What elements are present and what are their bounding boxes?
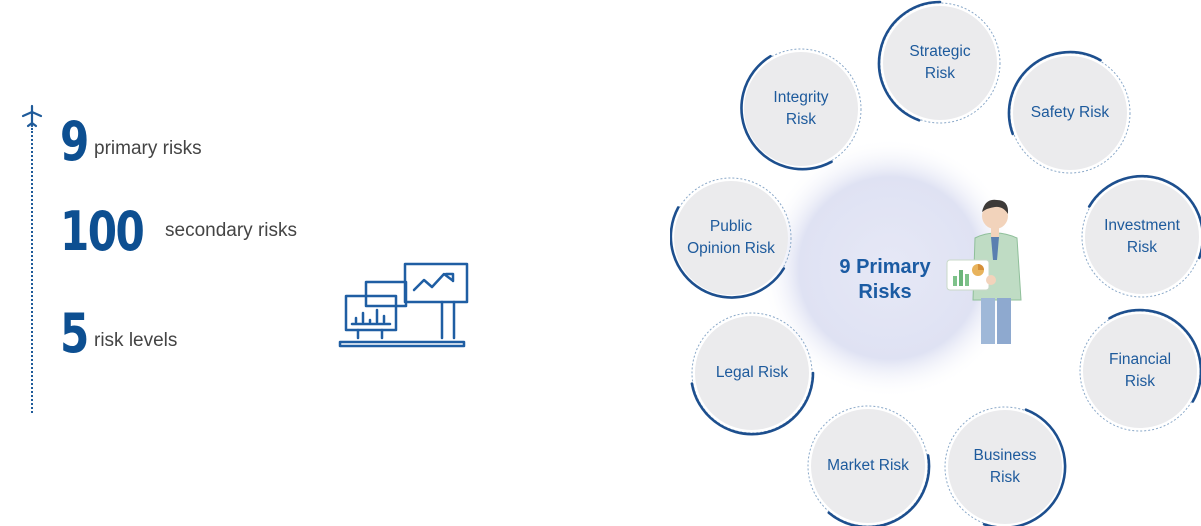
risk-bubble [948, 410, 1062, 524]
risk-bubble-arc [740, 54, 833, 171]
center-title: 9 Primary Risks [815, 255, 955, 305]
risk-bubble-arc [827, 454, 931, 526]
risk-bubble-dashed-ring [1081, 176, 1201, 298]
monitor-chart-icon [338, 262, 469, 348]
risk-bubble-arc [877, 0, 942, 122]
risk-bubble-label: Legal Risk [697, 362, 807, 384]
risk-bubble-arc [982, 408, 1067, 526]
risk-label-line-1: Legal Risk [715, 364, 789, 381]
risk-bubble [744, 52, 858, 166]
risk-label-line-1: Safety Risk [1030, 104, 1110, 121]
risk-bubble-arc [670, 206, 786, 299]
center-title-line-1: 9 Primary [839, 256, 931, 278]
risk-bubble [674, 181, 788, 295]
risk-bubble [811, 409, 925, 523]
stat-risk-levels: 5 risk levels [60, 307, 177, 361]
risk-bubble [1013, 56, 1127, 170]
stat-label: risk levels [94, 330, 178, 351]
risk-bubble-label: Market Risk [813, 455, 923, 477]
stat-secondary-risks: 100 secondary risks [60, 205, 297, 259]
risk-bubble [1085, 180, 1199, 294]
risk-bubble-arc [1007, 50, 1102, 136]
risk-label-line-1: Market Risk [827, 457, 909, 474]
risk-label-line-1: Financial [1108, 351, 1172, 368]
risk-bubble-arc [1087, 174, 1201, 260]
risk-label-line-1: Integrity [773, 89, 829, 106]
risk-bubble-label: Safety Risk [1015, 102, 1125, 124]
risk-label-line-2: Opinion Risk [687, 240, 775, 257]
stat-label: primary risks [94, 138, 202, 159]
center-glow [760, 138, 1020, 398]
risk-label-line-2: Risk [785, 111, 817, 128]
stat-number: 100 [60, 200, 145, 263]
timeline-dotted-line [31, 128, 33, 413]
risk-label-line-2: Risk [1126, 239, 1158, 256]
risk-label-line-1: Public [709, 218, 753, 235]
risk-label-line-2: Risk [989, 469, 1021, 486]
risk-bubble-arc [1108, 308, 1201, 403]
risk-bubble [695, 316, 809, 430]
risk-bubble [1083, 314, 1197, 428]
risk-label-line-2: Risk [1124, 373, 1156, 390]
stat-label: secondary risks [165, 220, 297, 241]
airplane-icon [21, 104, 43, 128]
risk-label-line-2: Risk [924, 65, 956, 82]
stat-number: 9 [60, 110, 89, 173]
risk-label-line-1: Business [973, 447, 1037, 464]
risk-bubble [883, 6, 997, 120]
stat-number: 5 [60, 302, 89, 365]
center-title-line-2: Risks [858, 281, 912, 303]
risk-label-line-1: Strategic [909, 43, 971, 60]
stat-primary-risks: 9 primary risks [60, 115, 202, 169]
risk-label-line-1: Investment [1104, 217, 1180, 234]
presenter-illustration [946, 199, 1022, 344]
risk-bubble-arc [690, 371, 815, 436]
